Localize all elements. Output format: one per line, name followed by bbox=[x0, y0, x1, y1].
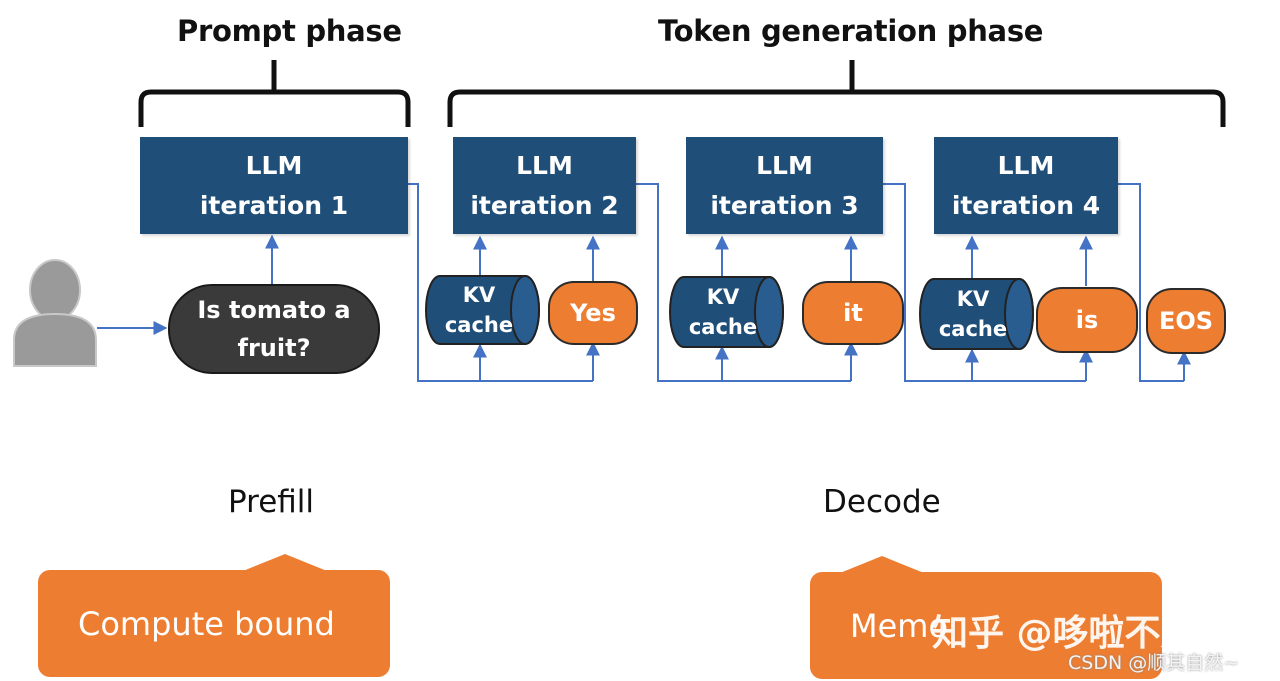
kv-cache-1-line1: KV bbox=[462, 283, 496, 307]
prompt-phase-title: Prompt phase bbox=[177, 14, 402, 48]
csdn-watermark: CSDN @顺其自然~ bbox=[1068, 652, 1240, 674]
token-yes: Yes bbox=[548, 281, 638, 345]
llm-iteration-2-box: LLM iteration 2 bbox=[453, 137, 636, 234]
iter4-output-connector bbox=[1118, 183, 1184, 382]
token-phase-bracket bbox=[447, 60, 1226, 127]
kv-cache-1-line2: cache bbox=[444, 313, 514, 337]
prompt-input-bubble: Is tomato a fruit? bbox=[168, 284, 380, 374]
iter1-output-connector bbox=[408, 183, 593, 382]
kv-cache-3-line1: KV bbox=[956, 287, 990, 311]
llm-iteration-2-line2: iteration 2 bbox=[470, 190, 619, 220]
llm-iteration-3-line2: iteration 3 bbox=[710, 190, 859, 220]
token-generation-phase-title: Token generation phase bbox=[658, 14, 1044, 48]
token-is: is bbox=[1036, 287, 1138, 353]
llm-iteration-1-box: LLM iteration 1 bbox=[140, 137, 408, 234]
kv-cache-cylinder-1 bbox=[425, 275, 540, 345]
kv-cache-1-label: KV cache bbox=[436, 276, 522, 344]
prefill-label: Prefill bbox=[228, 484, 315, 520]
llm-iteration-1-line1: LLM bbox=[245, 150, 303, 180]
prompt-input-line2: fruit? bbox=[237, 334, 311, 362]
kv-cache-cylinder-3 bbox=[919, 278, 1034, 350]
llm-iteration-4-line1: LLM bbox=[997, 150, 1055, 180]
kv-cache-2-label: KV cache bbox=[680, 277, 766, 347]
kv-cache-2-line2: cache bbox=[688, 315, 758, 339]
compute-bound-text: Compute bound bbox=[78, 604, 335, 643]
llm-iteration-3-box: LLM iteration 3 bbox=[686, 137, 883, 234]
prompt-input-line1: Is tomato a bbox=[197, 296, 351, 324]
zhihu-watermark: 知乎 @哆啦不是梦 bbox=[932, 613, 1233, 654]
decode-label: Decode bbox=[823, 484, 941, 520]
llm-iteration-1-line2: iteration 1 bbox=[199, 190, 349, 220]
kv-cache-2-line1: KV bbox=[706, 285, 740, 309]
kv-cache-3-label: KV cache bbox=[930, 279, 1016, 349]
memory-bound-callout: Memo bbox=[810, 556, 1162, 679]
compute-bound-callout: Compute bound bbox=[38, 554, 390, 677]
prompt-phase-bracket bbox=[138, 60, 411, 127]
memory-bound-text: Memo bbox=[850, 606, 949, 645]
llm-iteration-4-box: LLM iteration 4 bbox=[934, 137, 1118, 234]
kv-cache-cylinder-2 bbox=[669, 276, 784, 348]
kv-cache-3-line2: cache bbox=[938, 317, 1008, 341]
user-person-icon bbox=[13, 259, 97, 367]
iter3-output-connector bbox=[883, 183, 1086, 382]
token-eos: EOS bbox=[1146, 288, 1226, 354]
llm-iteration-2-line1: LLM bbox=[516, 150, 573, 180]
llm-iteration-4-line2: iteration 4 bbox=[951, 190, 1101, 220]
token-it: it bbox=[802, 281, 904, 345]
llm-iteration-3-line1: LLM bbox=[756, 150, 813, 180]
iter2-output-connector bbox=[636, 183, 851, 382]
